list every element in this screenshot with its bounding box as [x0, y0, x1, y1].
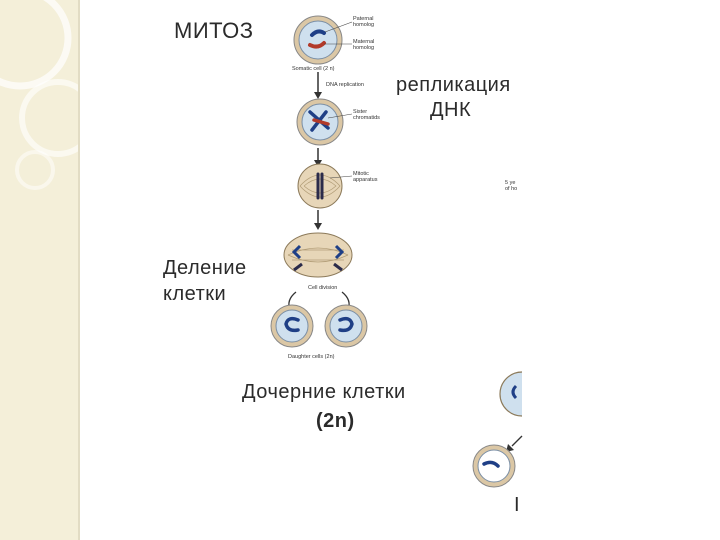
annot-maternal-1: Maternal	[353, 39, 375, 45]
daughter-cell-left	[270, 304, 314, 348]
label-replication-line1: репликация	[396, 74, 511, 96]
label-replication-line2: ДНК	[430, 99, 472, 121]
annot-dna-replication: DNA replication	[326, 82, 364, 88]
sidebar-decoration	[0, 0, 78, 190]
annot-mitotic-2: apparatus	[353, 177, 378, 183]
right-fragment-cell-top	[499, 371, 523, 417]
annot-paternal-2: homolog	[353, 22, 375, 28]
replicated-cell	[296, 98, 353, 146]
annot-sister-2: chromatids	[353, 115, 380, 121]
label-bottom-fragment: I	[514, 494, 521, 516]
annot-maternal-2: homolog	[353, 45, 375, 51]
somatic-cell	[293, 15, 353, 65]
annot-paternal-1: Paternal	[353, 16, 374, 22]
mitotic-cell	[297, 163, 353, 209]
label-division-line2: клетки	[163, 283, 227, 305]
label-daughters-line2: (2n)	[316, 410, 355, 432]
slide-title: МИТОЗ	[174, 18, 254, 43]
annot-mitotic-1: Mitotic	[353, 171, 369, 177]
annot-daughter-cells: Daughter cells (2n)	[288, 354, 335, 360]
label-side-fragment: 5 ye of ho	[505, 180, 518, 192]
label-daughters-line1: Дочерние клетки	[242, 381, 406, 403]
daughter-cell-right	[324, 304, 368, 348]
label-division-line1: Деление	[163, 257, 247, 279]
annot-sister-1: Sister	[353, 109, 368, 115]
annot-cell-division: Cell division	[308, 285, 338, 291]
slide-sidebar	[0, 0, 80, 540]
annot-somatic-cell: Somatic cell (2 n)	[292, 66, 335, 72]
dividing-cell	[283, 232, 353, 278]
right-fragment-cell-bottom	[472, 444, 516, 488]
